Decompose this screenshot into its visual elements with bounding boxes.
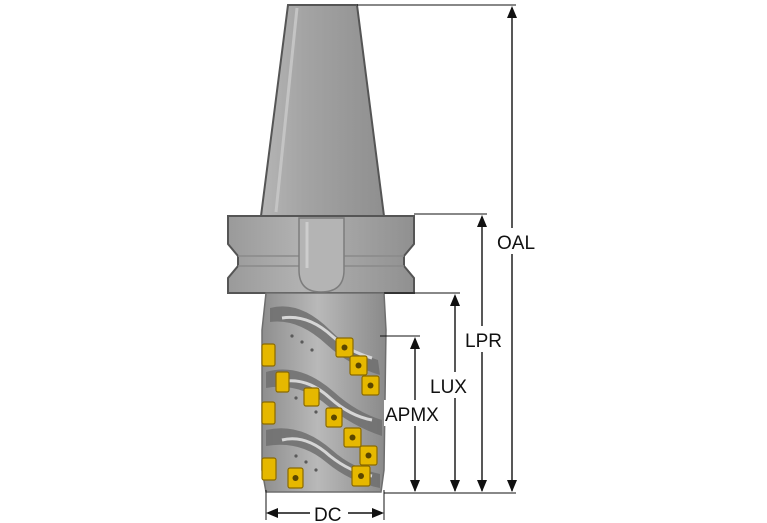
lux-dimension: LUX — [426, 294, 476, 492]
insert — [349, 355, 368, 376]
apmx-dimension: APMX — [384, 337, 446, 492]
insert — [261, 401, 276, 425]
insert — [359, 445, 378, 466]
taper-shank — [259, 4, 386, 217]
insert — [351, 465, 371, 487]
dc-label: DC — [314, 505, 341, 523]
insert — [325, 407, 343, 428]
lux-label: LUX — [430, 377, 467, 398]
insert — [303, 387, 320, 407]
insert — [261, 343, 276, 367]
lpr-dimension: LPR — [462, 215, 508, 492]
extension-lines — [265, 4, 516, 520]
dc-dimension: DC — [266, 502, 384, 523]
lpr-label: LPR — [465, 331, 502, 352]
inserts — [261, 337, 380, 489]
insert — [343, 427, 362, 448]
flange — [227, 215, 415, 294]
insert — [361, 375, 380, 396]
insert — [261, 457, 277, 481]
insert — [335, 337, 354, 358]
oal-dimension: OAL — [495, 6, 541, 492]
insert — [275, 371, 290, 393]
oal-label: OAL — [497, 233, 535, 254]
insert — [287, 467, 304, 489]
apmx-label: APMX — [385, 405, 439, 426]
